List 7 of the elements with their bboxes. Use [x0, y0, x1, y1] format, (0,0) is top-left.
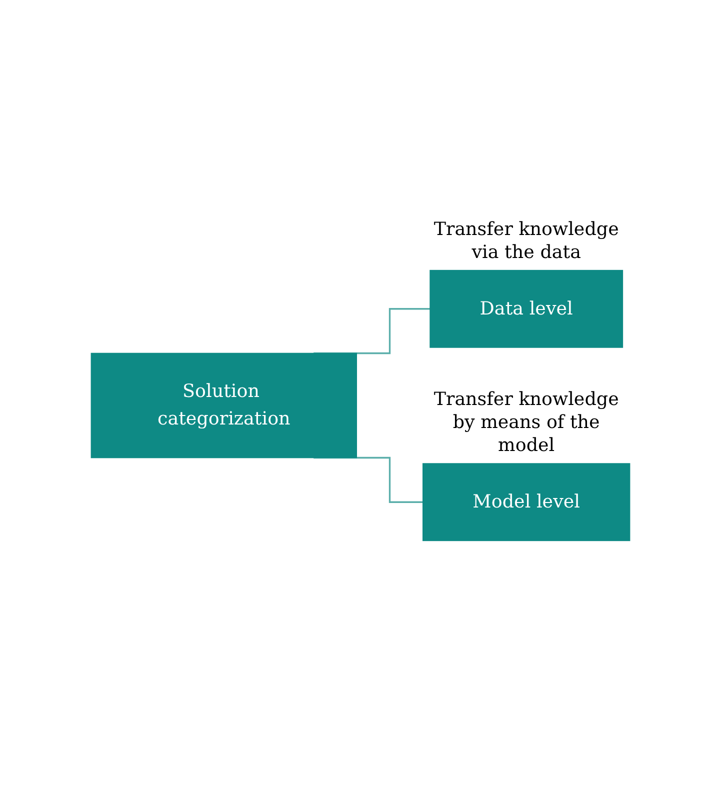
connector	[314, 456, 424, 503]
connector	[314, 308, 431, 354]
node-box: Data level	[430, 270, 624, 348]
node-box: Model level	[422, 463, 630, 542]
node-box: Solution categorization	[90, 352, 357, 458]
node-caption: Transfer knowledge via the data	[432, 218, 620, 264]
node-caption: Transfer knowledge by means of the model	[432, 389, 620, 458]
